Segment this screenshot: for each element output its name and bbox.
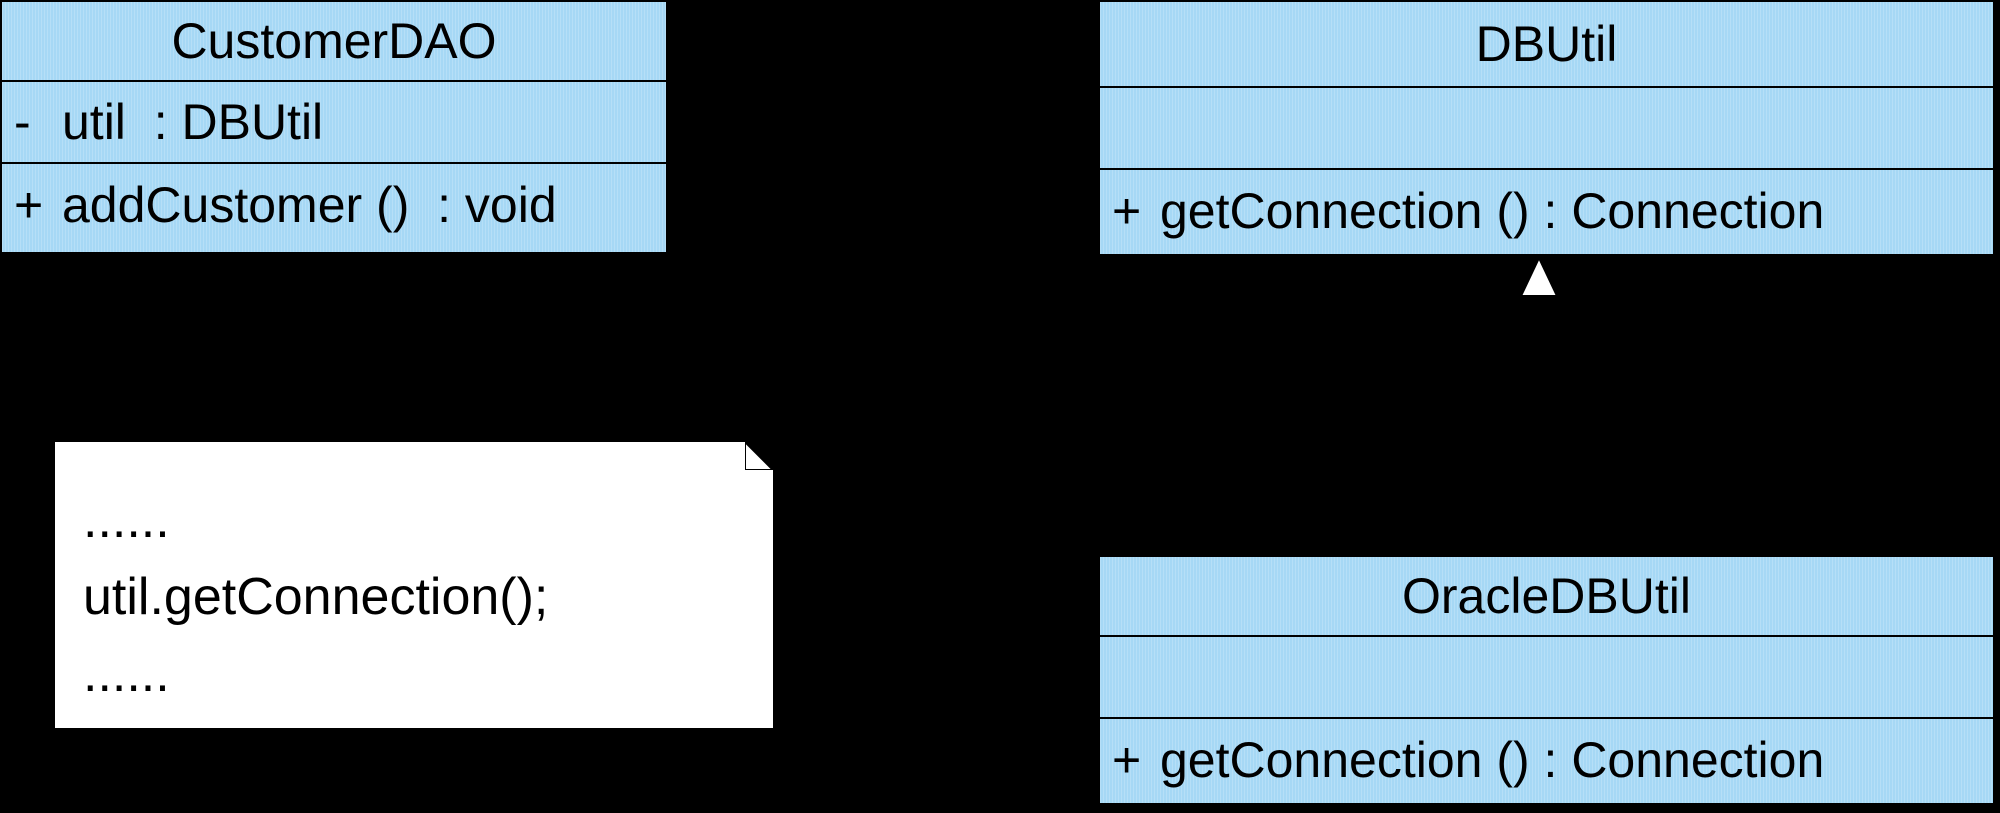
generalization-arrowhead bbox=[1519, 255, 1559, 297]
note-anchor-line bbox=[29, 214, 89, 453]
operation-compartment: + getConnection () : Connection bbox=[1100, 170, 1993, 252]
operation-compartment: + getConnection () : Connection bbox=[1100, 719, 1993, 801]
attribute-compartment: -util : DBUtil bbox=[2, 82, 666, 164]
code-note[interactable]: ...... util.getConnection(); ...... bbox=[55, 442, 773, 728]
note-line: ...... bbox=[83, 491, 170, 549]
visibility-marker: - bbox=[14, 94, 31, 150]
class-dbutil[interactable]: DBUtil + getConnection () : Connection bbox=[1098, 0, 1995, 256]
note-line: util.getConnection(); bbox=[83, 568, 549, 626]
class-name: CustomerDAO bbox=[2, 2, 666, 82]
operation-text: getConnection () : Connection bbox=[1160, 183, 1825, 239]
attribute-text: util : DBUtil bbox=[62, 94, 324, 150]
visibility-marker: + bbox=[1112, 732, 1142, 788]
operation-text: addCustomer () : void bbox=[62, 177, 557, 233]
attribute-compartment bbox=[1100, 88, 1993, 170]
visibility-marker: + bbox=[14, 177, 44, 233]
attribute-compartment bbox=[1100, 637, 1993, 719]
operation-compartment: + addCustomer () : void bbox=[2, 164, 666, 246]
class-customer-dao[interactable]: CustomerDAO -util : DBUtil + addCustomer … bbox=[0, 0, 668, 254]
note-fold-icon bbox=[745, 442, 773, 470]
class-oracle-dbutil[interactable]: OracleDBUtil + getConnection () : Connect… bbox=[1098, 555, 1995, 805]
class-name: DBUtil bbox=[1100, 2, 1993, 88]
note-line: ...... bbox=[83, 645, 170, 703]
visibility-marker: + bbox=[1112, 183, 1142, 239]
operation-text: getConnection () : Connection bbox=[1160, 732, 1825, 788]
class-name: OracleDBUtil bbox=[1100, 557, 1993, 637]
